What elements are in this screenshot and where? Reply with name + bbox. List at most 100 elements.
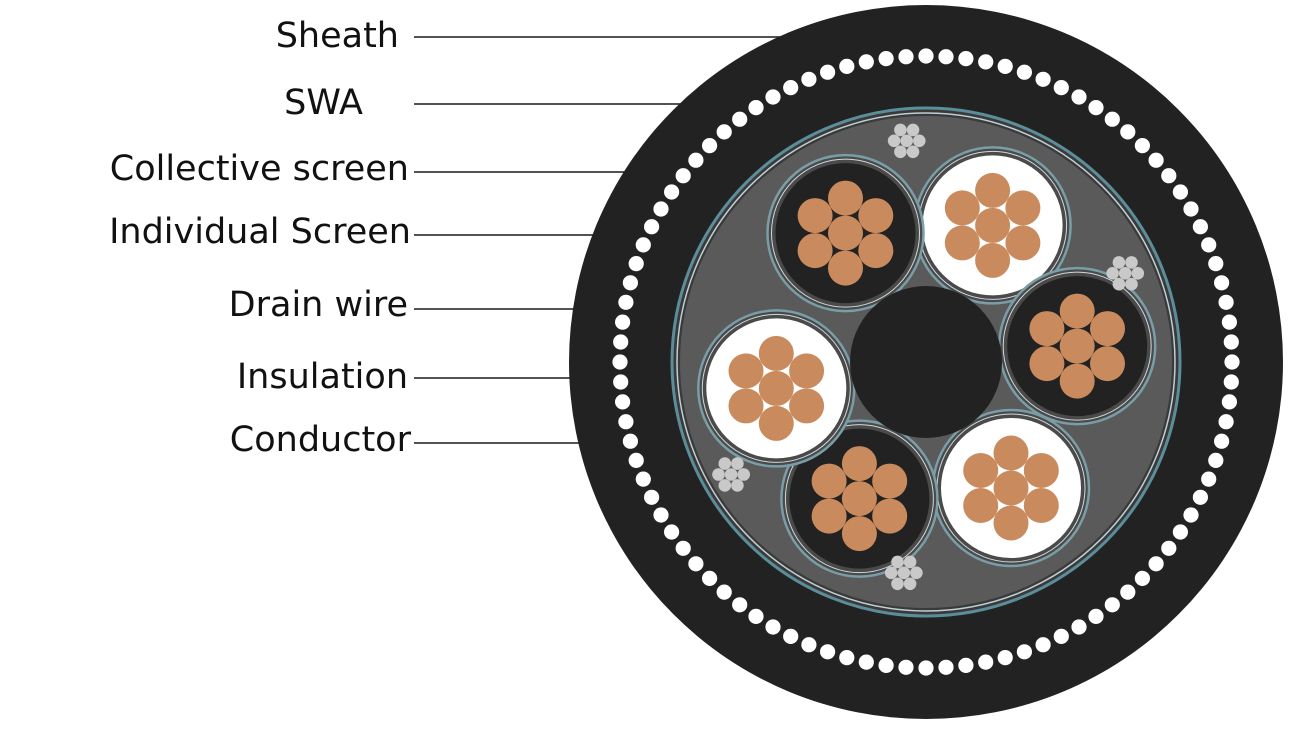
conductor-strand xyxy=(828,180,863,216)
drain-strand xyxy=(906,145,920,159)
conductor-strand xyxy=(797,233,833,269)
conductor-strand xyxy=(975,242,1011,278)
armour-wire xyxy=(702,570,718,587)
armour-wire xyxy=(1120,124,1136,140)
armour-wire xyxy=(878,657,894,674)
armour-wire xyxy=(898,49,914,65)
core xyxy=(931,408,1091,568)
drain-strand xyxy=(1112,256,1126,269)
armour-wire xyxy=(732,597,748,613)
individual-screen-line xyxy=(771,158,920,308)
conductor-strand xyxy=(993,435,1029,471)
label-collective-screen: Collective screen xyxy=(110,149,409,189)
drain-wires xyxy=(712,123,1145,591)
armour-wire xyxy=(688,556,704,572)
conductor-strand xyxy=(758,405,794,441)
armour-wire xyxy=(613,334,629,350)
drain-strand xyxy=(913,134,926,148)
conductor-strand xyxy=(993,470,1029,506)
armour-wire xyxy=(1192,489,1208,505)
armour-wire xyxy=(839,650,855,666)
armour-wire xyxy=(1148,152,1164,168)
drain-wire xyxy=(887,123,926,159)
drain-strand xyxy=(712,468,725,481)
armour-wire xyxy=(664,184,680,200)
conductor-strand xyxy=(1023,453,1059,488)
drain-strand xyxy=(1131,267,1145,280)
conductor-strand xyxy=(944,190,980,226)
armour-wire xyxy=(839,58,855,74)
drain-strand xyxy=(891,555,904,569)
conductor xyxy=(797,180,894,286)
armour-wire xyxy=(675,540,691,556)
conductor-strand xyxy=(963,488,999,523)
conductor-strand xyxy=(1005,225,1041,261)
conductor xyxy=(1029,293,1125,399)
armour-wire xyxy=(622,433,639,449)
armour-wire xyxy=(958,51,974,67)
armour-wire xyxy=(702,138,718,154)
armour-wire xyxy=(1223,374,1239,390)
armour-wire xyxy=(1192,219,1208,235)
drain-strand xyxy=(894,123,907,137)
drain-strand xyxy=(731,457,744,470)
armour-wire xyxy=(997,58,1013,74)
drain-strand xyxy=(887,134,901,148)
armour-wire xyxy=(1214,433,1230,449)
conductor-strand xyxy=(993,505,1029,541)
conductor-strand xyxy=(728,388,764,424)
armour-wire xyxy=(644,219,660,235)
conductor-strand xyxy=(728,353,764,389)
label-drain-wire: Drain wire xyxy=(229,285,408,325)
drain-strand xyxy=(903,577,917,591)
drain-strand xyxy=(1125,277,1138,291)
armour-wire xyxy=(765,89,781,105)
armour-wire xyxy=(716,124,732,140)
drain-strand xyxy=(906,123,920,137)
armour-wire xyxy=(635,237,651,253)
drain-strand xyxy=(1106,267,1119,280)
conductor-strand xyxy=(841,516,877,552)
core xyxy=(780,419,939,578)
armour-wire xyxy=(653,201,669,217)
armour-wire xyxy=(622,275,639,291)
armour-wire xyxy=(618,414,634,430)
conductor-strand xyxy=(944,225,980,261)
armour-wire xyxy=(765,619,781,635)
armour-wire xyxy=(1224,354,1240,370)
armour-wire xyxy=(615,394,631,410)
collective-screen-inner-line xyxy=(676,112,1176,612)
conductor-strand xyxy=(789,388,825,424)
conductor-strand xyxy=(975,172,1011,208)
armour-wire xyxy=(918,48,934,64)
armour-wire xyxy=(675,168,691,184)
drain-strand xyxy=(910,566,923,580)
armour-wire xyxy=(858,54,874,70)
armour-wire xyxy=(1201,471,1217,487)
armour-wire xyxy=(1201,237,1217,253)
drain-strand xyxy=(724,468,738,481)
drain-strand xyxy=(903,555,917,569)
core xyxy=(697,309,856,468)
armour-wire xyxy=(1161,540,1177,556)
armour-wire xyxy=(1071,89,1087,105)
armour-wire xyxy=(1053,80,1069,96)
conductor-strand xyxy=(1029,346,1065,382)
drain-strand xyxy=(1112,277,1126,291)
conductor-strand xyxy=(872,463,908,499)
armour-wire xyxy=(618,294,634,310)
armour-wire xyxy=(1035,71,1051,87)
armour-wire xyxy=(635,471,651,487)
armour-wire xyxy=(628,452,644,468)
armour-wire xyxy=(1218,414,1234,430)
armour-wire xyxy=(898,659,914,675)
armour-wire xyxy=(1104,111,1120,127)
labels: Sheath SWA Collective screen Individual … xyxy=(109,16,412,460)
drain-wire xyxy=(1106,256,1145,291)
drain-strand xyxy=(897,566,911,580)
armour-wire xyxy=(1172,524,1188,540)
cable-cores xyxy=(697,146,1157,578)
armour-wire xyxy=(858,654,874,670)
drain-wire xyxy=(884,555,923,591)
conductor-strand xyxy=(975,207,1011,243)
